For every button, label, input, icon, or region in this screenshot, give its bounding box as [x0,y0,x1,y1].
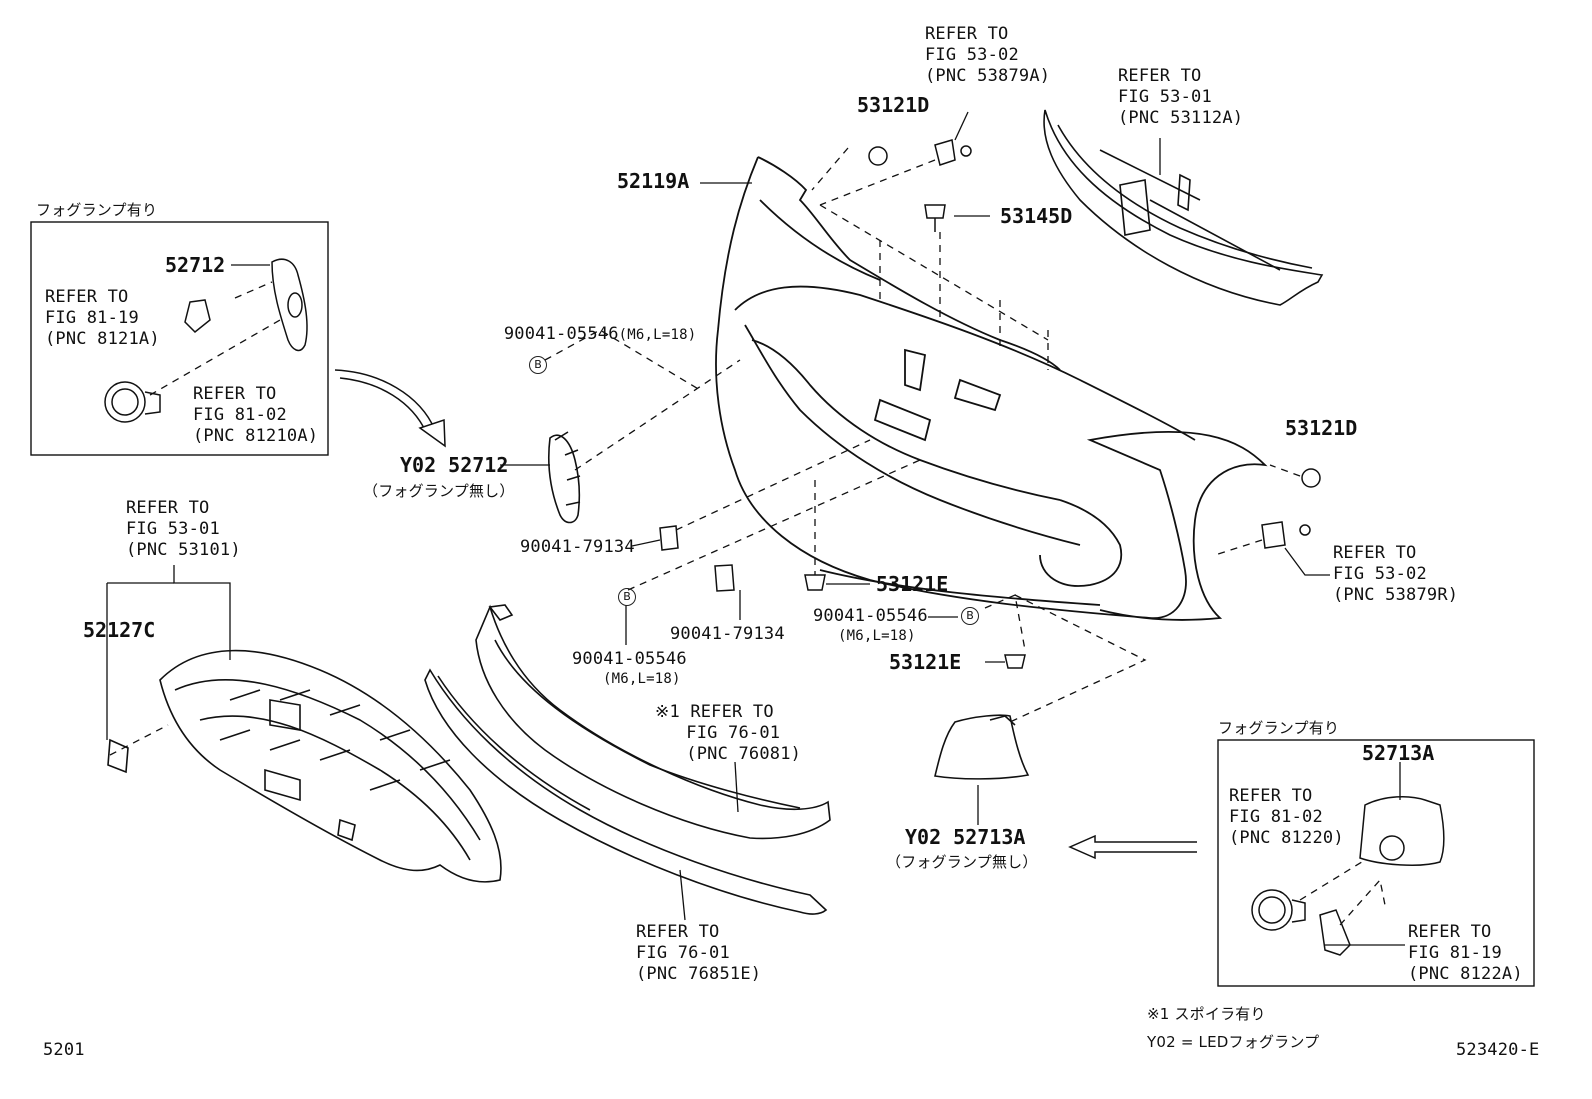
label-refer-53101: REFER TO FIG 53-01 (PNC 53101) [126,498,241,560]
label-refer-76851E: REFER TO FIG 76-01 (PNC 76851E) [636,922,762,984]
label-refer-53879R: REFER TO FIG 53-02 (PNC 53879R) [1333,543,1459,605]
label-bolt-low-part-number: 90041-05546 [572,649,687,669]
bumper-cover-shape [715,156,1268,621]
fasteners [659,139,1321,669]
marker-b-3: B [618,588,636,606]
note-y02-led: Y02 = LEDフォグランプ [1147,1033,1320,1051]
inset-right-title: フォグランプ有り [1218,719,1340,737]
marker-b-2: B [961,607,979,625]
arrows [334,369,1197,860]
label-bolt-mid-part-number: 90041-05546 [813,606,928,626]
label-bolt-mid-spec: (M6,L=18) [838,628,916,644]
label-y02-52713A: Y02 52713A [905,825,1026,849]
inset-right-parts [1251,795,1445,956]
label-refer-53112A: REFER TO FIG 53-01 (PNC 53112A) [1118,66,1244,128]
solid-leaders [106,111,1405,946]
marker-b-1: B [529,356,547,374]
label-53121D-top: 53121D [857,93,930,117]
label-refer-8121A: REFER TO FIG 81-19 (PNC 8121A) [45,287,160,349]
bolt-top-spec: (M6,L=18) [618,327,697,343]
inset-box-left [30,221,329,456]
inset-box-right [1217,739,1535,987]
side-cover-left-shape [547,431,581,524]
label-refer-81220: REFER TO FIG 81-02 (PNC 81220) [1229,786,1344,848]
label-nofog-left: （フォグランプ無し） [363,482,515,500]
label-bolt-low-spec: (M6,L=18) [603,671,681,687]
note-spoiler: ※1 スポイラ有り [1147,1005,1266,1023]
label-52712: 52712 [165,253,226,277]
label-refer-81210A: REFER TO FIG 81-02 (PNC 81210A) [193,384,319,446]
label-refer-53879A: REFER TO FIG 53-02 (PNC 53879A) [925,24,1051,86]
label-53145D: 53145D [1000,204,1073,228]
molding-shape [424,668,828,915]
label-52127C: 52127C [83,618,156,642]
bolt-top-part-number: 90041-05546 [503,324,619,344]
code-left: 5201 [43,1040,85,1060]
label-bolt-top: 90041-05546(M6,L=18) [483,303,696,346]
lower-grille-shape [107,649,502,883]
upper-grille-shape [1043,109,1324,306]
dashed-leaders [109,147,1386,926]
spoiler-shape [475,604,831,840]
label-refer-8122A: REFER TO FIG 81-19 (PNC 8122A) [1408,922,1523,984]
label-clip-left: 90041-79134 [520,537,635,557]
label-52713A: 52713A [1362,741,1435,765]
label-nofog-right: （フォグランプ無し） [886,853,1038,871]
label-53121E-b: 53121E [889,650,962,674]
code-right: 523420-E [1456,1040,1540,1060]
label-53121D-right: 53121D [1285,416,1358,440]
side-cover-right-shape [934,714,1030,780]
label-53121E-a: 53121E [876,572,949,596]
label-clip-mid: 90041-79134 [670,624,785,644]
label-refer-76081: ※1 REFER TO FIG 76-01 (PNC 76081) [655,702,802,764]
label-y02-52712: Y02 52712 [400,453,509,477]
label-52119A: 52119A [617,169,690,193]
inset-left-title: フォグランプ有り [36,201,158,219]
